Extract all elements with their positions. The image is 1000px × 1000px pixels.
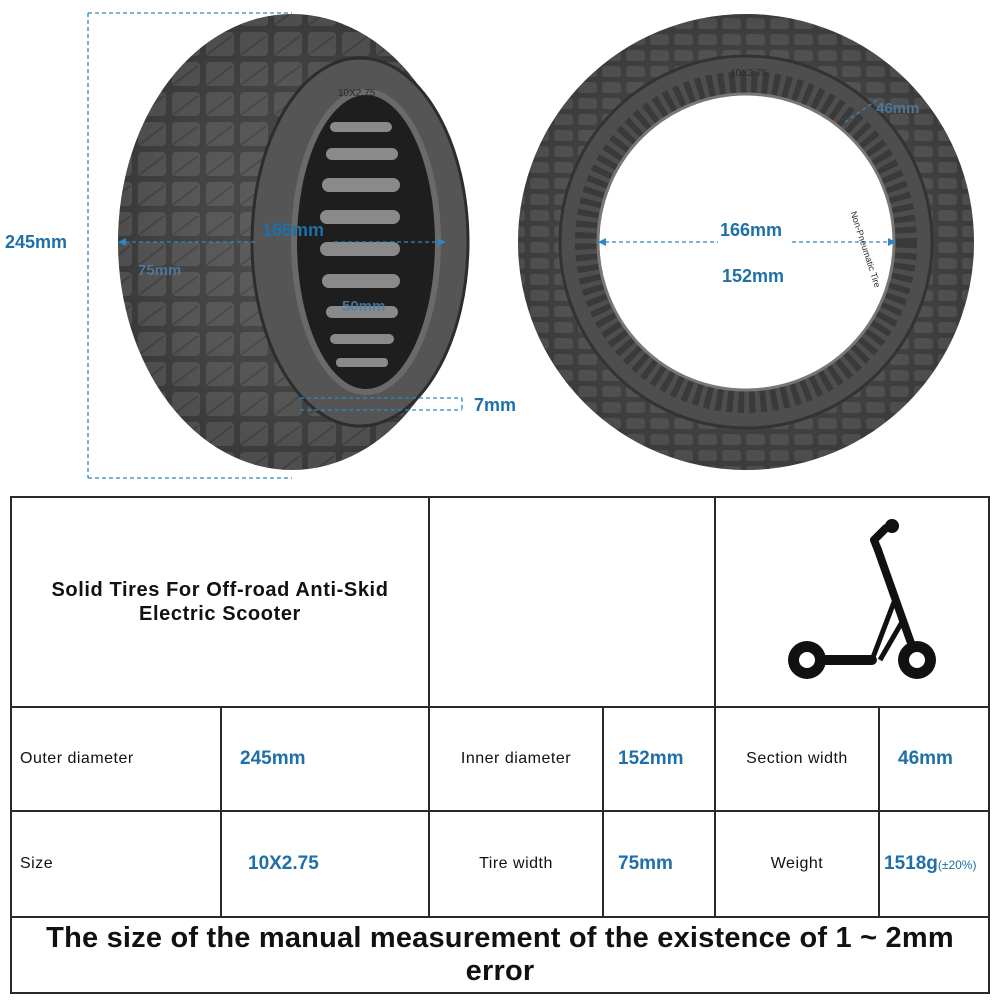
left-tire (118, 14, 470, 470)
tire-width-label: Tire width (428, 810, 604, 918)
spec-table: Solid Tires For Off-road Anti-Skid Elect… (10, 496, 990, 994)
dimension-arrowheads (118, 238, 896, 246)
dimension-lines (87, 12, 896, 479)
right-tire-honeycomb-ring (575, 71, 917, 413)
weight-tolerance: (±20%) (937, 858, 977, 872)
weight-cell: 1518g(±20%) (878, 810, 990, 918)
section-width-label: Section width (714, 706, 880, 812)
tire-width-dimension: 75mm (138, 262, 182, 279)
tire-width-value: 75mm (602, 810, 716, 918)
right-tire (518, 14, 974, 470)
section-width-value: 46mm (878, 706, 990, 812)
inner-diameter-label: Inner diameter (428, 706, 604, 812)
scooter-cell (714, 496, 990, 708)
measurement-error-note: The size of the manual measurement of th… (10, 916, 990, 994)
product-title: Solid Tires For Off-road Anti-Skid Elect… (10, 496, 430, 708)
left-tire-size-stamp: 10X2.75 (338, 88, 376, 99)
weight-label: Weight (714, 810, 880, 918)
size-label: Size (10, 810, 222, 918)
spec-note-row: The size of the manual measurement of th… (10, 916, 990, 994)
section-width-dimension: 46mm (876, 100, 920, 117)
wall-thickness-dimension: 7mm (474, 395, 517, 415)
spec-row-1: Outer diameter 245mm Inner diameter 152m… (10, 706, 990, 812)
electric-scooter-icon (788, 518, 936, 679)
outer-diameter-value: 245mm (220, 706, 430, 812)
spec-header-row: Solid Tires For Off-road Anti-Skid Elect… (10, 496, 990, 708)
outer-height-dimension: 245mm (5, 232, 68, 252)
inner-diameter-value: 152mm (602, 706, 716, 812)
product-photo-area: 245mm 166mm 75mm 50mm 7mm 166mm 152mm 46… (0, 0, 1000, 490)
outer-diameter-label: Outer diameter (10, 706, 222, 812)
right-inner-inner-dimension: 152mm (722, 266, 785, 286)
left-inner-diameter-dimension: 166mm (262, 220, 325, 240)
size-value: 10X2.75 (220, 810, 430, 918)
weight-value: 1518g (884, 853, 938, 874)
blank-cell (428, 496, 716, 708)
right-tire-size-stamp: 10X2.75 (730, 68, 768, 79)
tire-illustrations (87, 12, 974, 479)
right-inner-outer-dimension: 166mm (720, 220, 783, 240)
left-tire-honeycomb-slots (320, 122, 400, 367)
rim-slot-dimension: 50mm (342, 298, 386, 315)
spec-row-2: Size 10X2.75 Tire width 75mm Weight 1518… (10, 810, 990, 918)
right-tire-hub-hole (598, 94, 894, 390)
